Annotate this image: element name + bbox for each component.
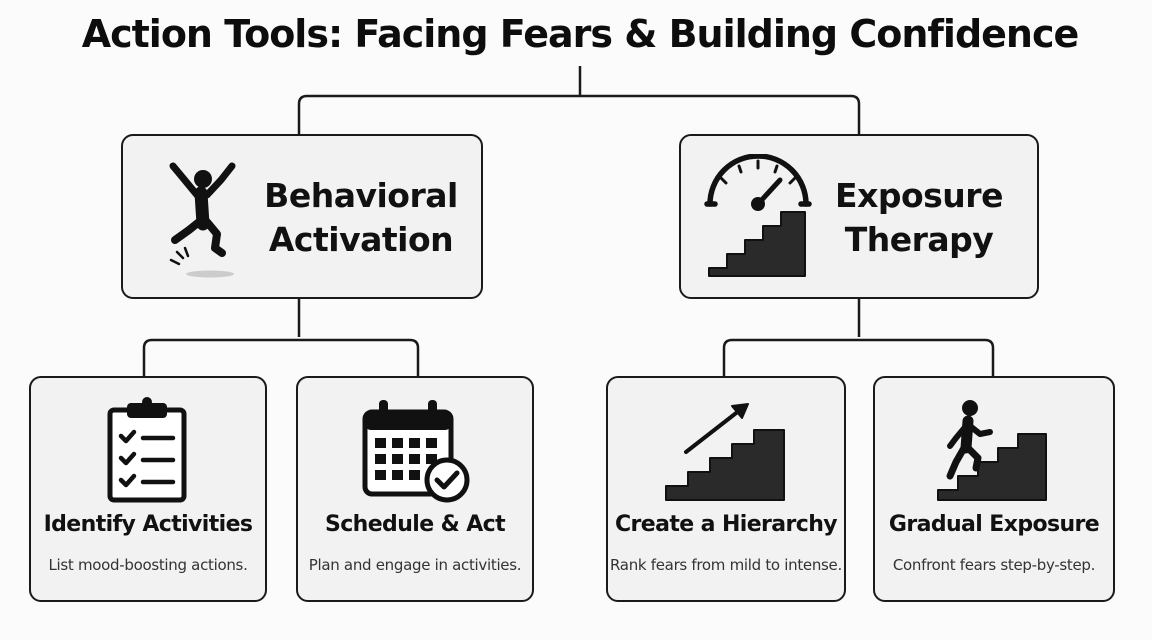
stairs-arrow-icon bbox=[665, 403, 785, 501]
leaf-identify-activities: Identify Activities List mood-boosting a… bbox=[29, 376, 267, 602]
person-climbing-stairs-icon bbox=[937, 400, 1047, 501]
leaf-description: List mood-boosting actions. bbox=[48, 556, 248, 574]
leaf-create-a-hierarchy: Create a Hierarchy Rank fears from mild … bbox=[606, 376, 846, 602]
connector-root-bar bbox=[297, 94, 861, 134]
leaf-title: Schedule & Act bbox=[324, 512, 506, 537]
leaf-title: Identify Activities bbox=[43, 512, 253, 537]
branch-label-line1: Behavioral bbox=[264, 176, 458, 215]
calendar-check-icon bbox=[362, 400, 470, 503]
leaf-description: Plan and engage in activities. bbox=[308, 556, 522, 574]
branch-label: Exposure Therapy bbox=[819, 174, 1019, 262]
clipboard-checklist-icon bbox=[107, 397, 187, 503]
branch-label-line2: Activation bbox=[268, 220, 454, 259]
gauge-stairs-icon bbox=[704, 154, 812, 277]
connector-left-bar bbox=[142, 338, 420, 376]
leaf-title: Gradual Exposure bbox=[888, 512, 1100, 537]
branch-label: Behavioral Activation bbox=[261, 174, 461, 262]
branch-label-line2: Therapy bbox=[844, 220, 994, 259]
leaf-schedule-and-act: Schedule & Act Plan and engage in activi… bbox=[296, 376, 534, 602]
branch-exposure-therapy: Exposure Therapy bbox=[679, 134, 1039, 299]
leaf-description: Rank fears from mild to intense. bbox=[610, 556, 842, 574]
diagram-title: Action Tools: Facing Fears & Building Co… bbox=[81, 12, 1080, 56]
leaf-description: Confront fears step-by-step. bbox=[892, 556, 1096, 574]
connector-right-bar bbox=[722, 338, 995, 376]
branch-behavioral-activation: Behavioral Activation bbox=[121, 134, 483, 299]
jumping-person-icon bbox=[169, 162, 236, 278]
leaf-gradual-exposure: Gradual Exposure Confront fears step-by-… bbox=[873, 376, 1115, 602]
leaf-title: Create a Hierarchy bbox=[614, 512, 838, 537]
branch-label-line1: Exposure bbox=[835, 176, 1003, 215]
